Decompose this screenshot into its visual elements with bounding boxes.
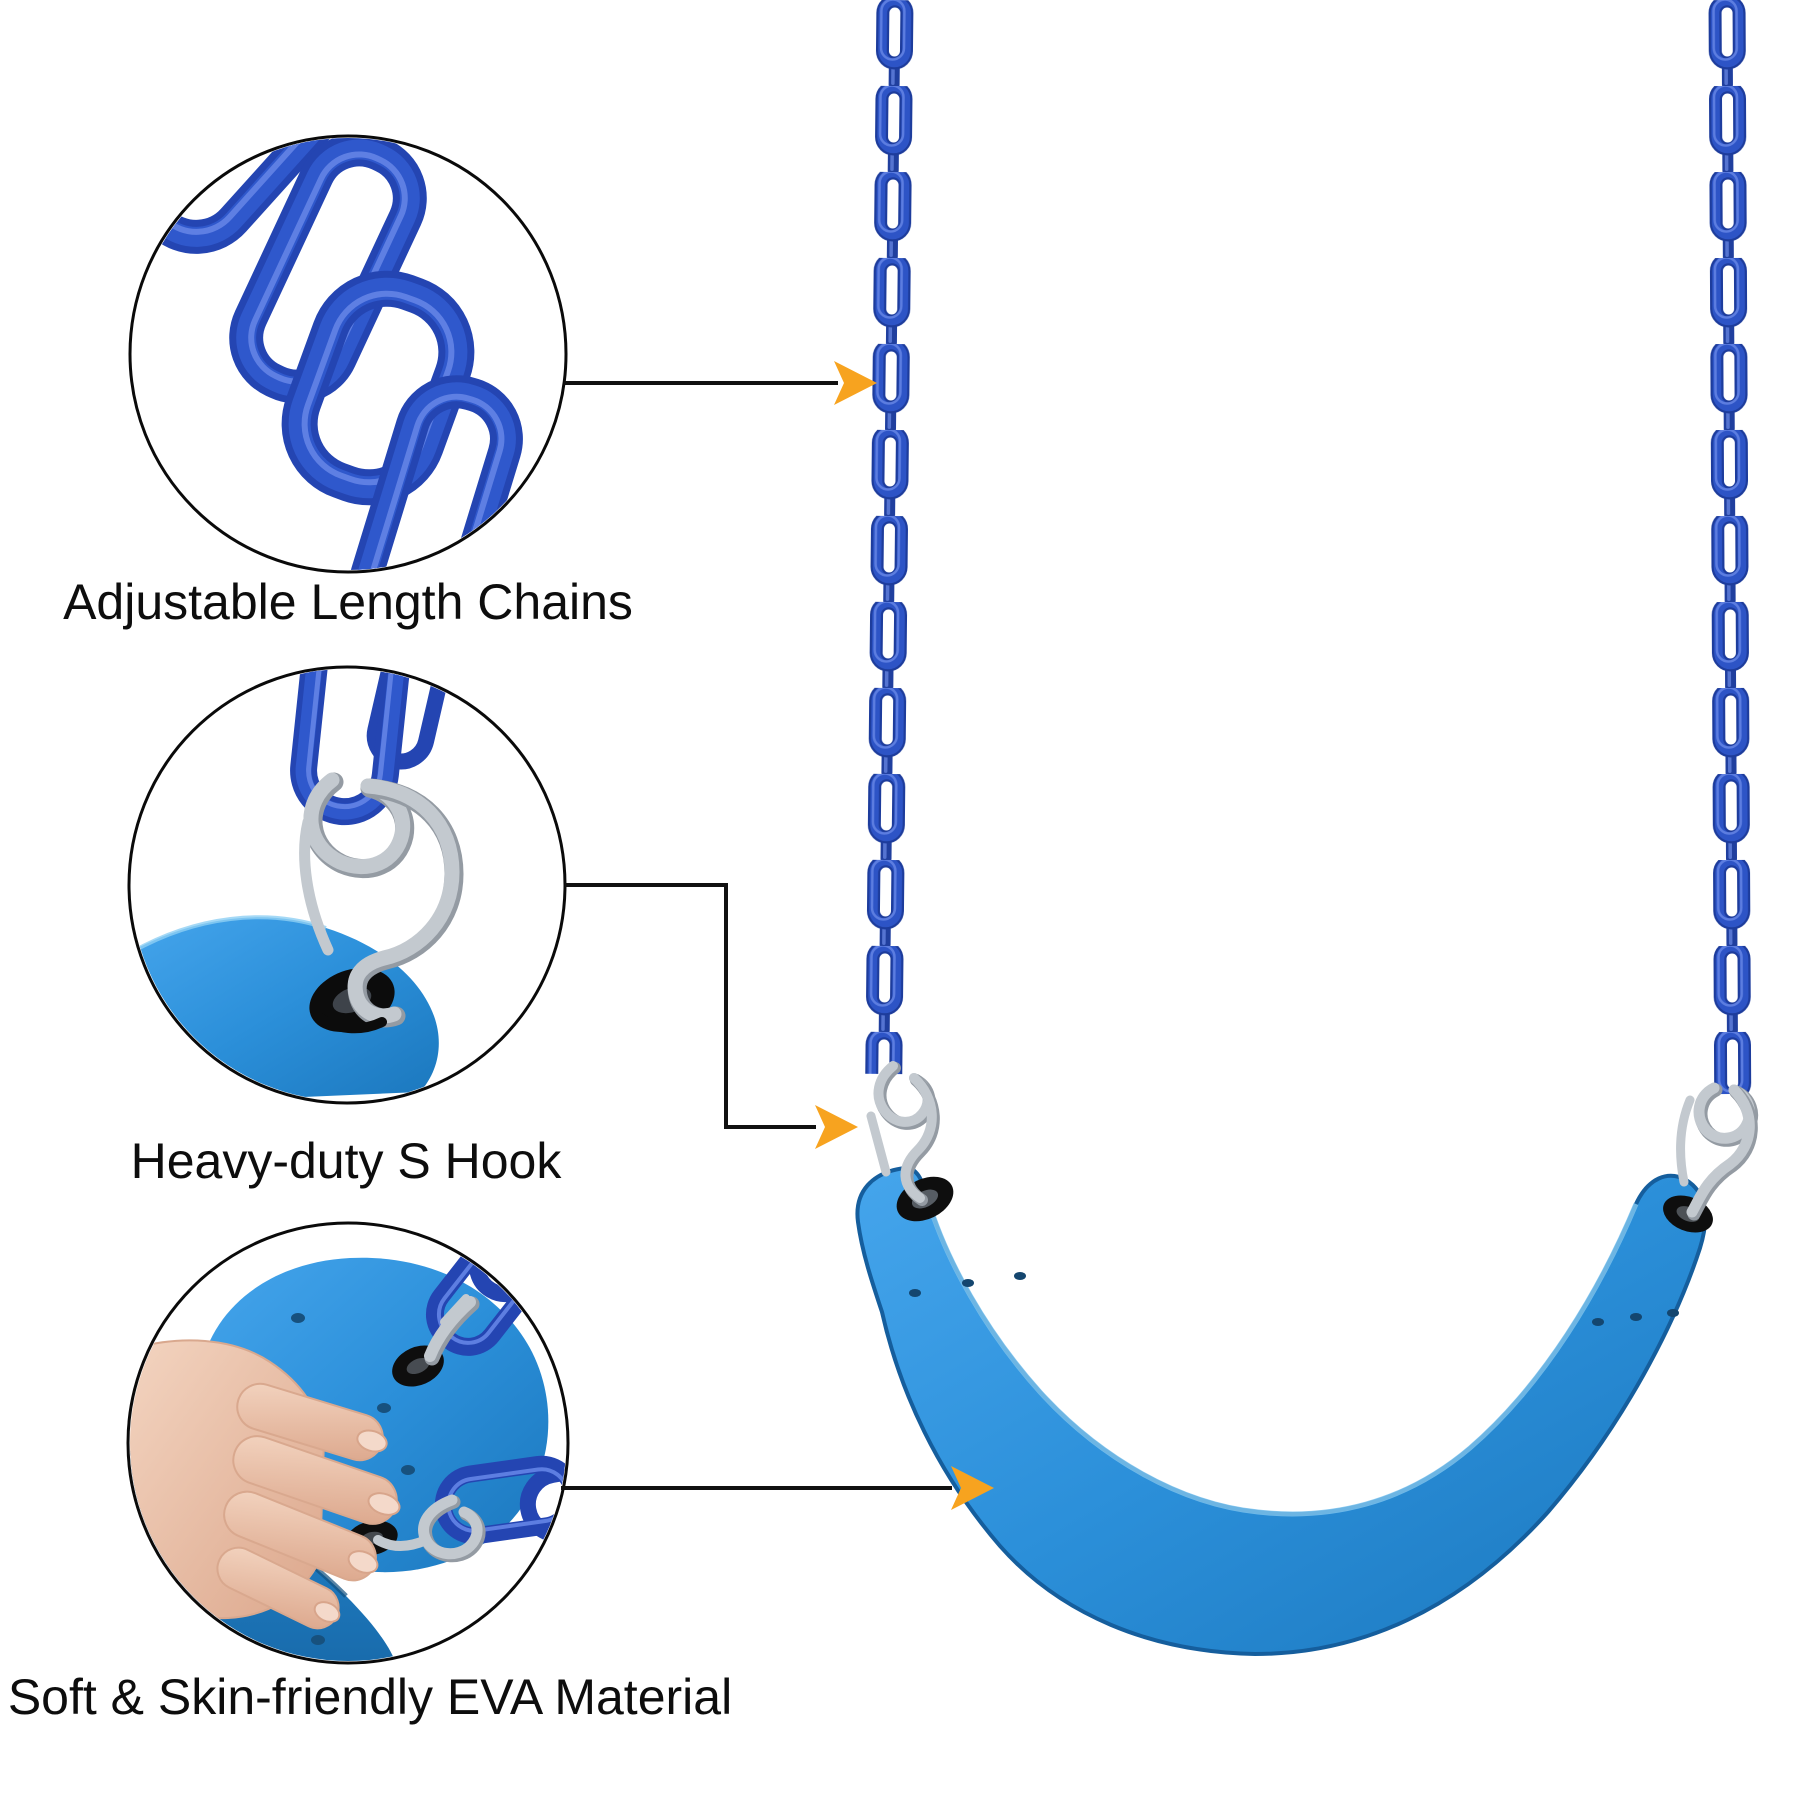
- arrow-right-icon: [815, 1105, 858, 1149]
- seat-top-edge-highlight: [925, 1199, 1639, 1517]
- seat-body: [855, 1165, 1708, 1657]
- right-chain: [1708, 0, 1752, 1095]
- s-hook-right: [1676, 1082, 1758, 1221]
- left-chain: [864, 0, 914, 1075]
- left-chain-links: [864, 0, 914, 1075]
- seat-pad-holes: [279, 1313, 415, 1645]
- callout-label-chains: Adjustable Length Chains: [63, 574, 633, 630]
- callout-hook: Heavy-duty S Hook: [127, 665, 858, 1189]
- callout-chains: Adjustable Length Chains: [63, 134, 877, 630]
- right-chain-links: [1708, 0, 1752, 1095]
- fingernails: [313, 1429, 401, 1623]
- callout-label-material: Soft & Skin-friendly EVA Material: [8, 1669, 732, 1725]
- callout-material: Soft & Skin-friendly EVA Material: [8, 1221, 994, 1725]
- s-hook-left: [866, 1061, 940, 1206]
- callout-label-hook: Heavy-duty S Hook: [131, 1133, 563, 1189]
- arrow-right-icon: [951, 1466, 994, 1510]
- swing-seat: [855, 1165, 1713, 1657]
- seat-holes: [909, 1272, 1679, 1326]
- hand: [130, 1339, 401, 1630]
- arrow-right-icon: [834, 361, 877, 405]
- leader-line-hook: [565, 883, 816, 1129]
